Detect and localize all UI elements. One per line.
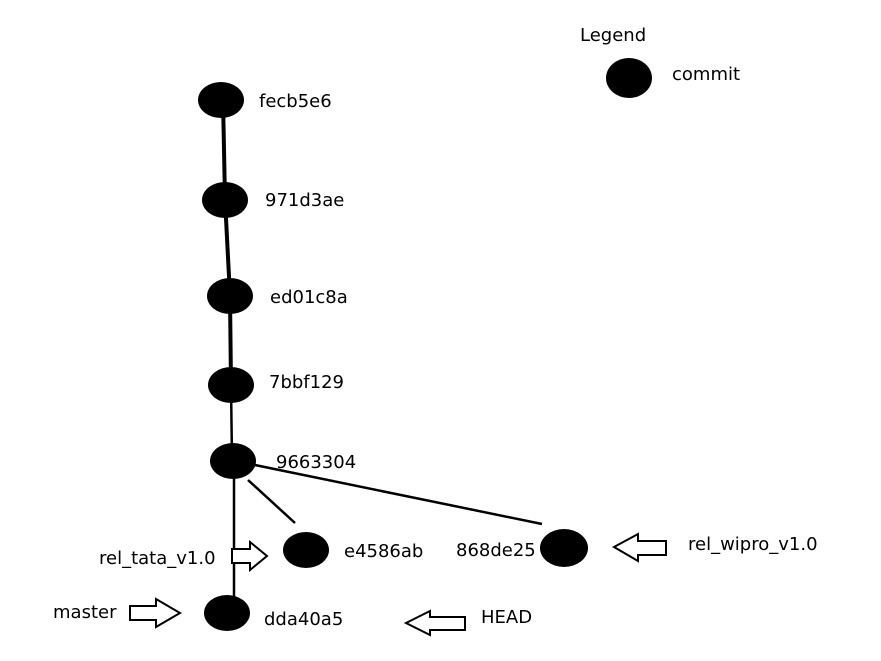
head-arrow-icon [403, 609, 466, 637]
commit-edges [221, 99, 543, 612]
commit-node-ed01c8a [207, 278, 253, 314]
legend-commit-label: commit [672, 64, 740, 85]
commit-label-fecb5e6: fecb5e6 [259, 91, 332, 112]
commit-node-868de25 [540, 529, 588, 567]
commit-nodes [198, 82, 588, 631]
commit-labels: fecb5e6 971d3ae ed01c8a 7bbf129 9663304 … [259, 91, 536, 630]
rel-tata-label: rel_tata_v1.0 [99, 548, 216, 569]
commit-label-dda40a5: dda40a5 [264, 609, 343, 630]
legend: Legend commit [580, 25, 740, 98]
pointer-arrows [129, 532, 667, 637]
pointer-labels: rel_tata_v1.0 master rel_wipro_v1.0 HEAD [53, 534, 818, 628]
commit-label-7bbf129: 7bbf129 [269, 372, 344, 393]
commit-label-9663304: 9663304 [276, 452, 356, 473]
commit-node-971d3ae [202, 182, 248, 218]
head-label: HEAD [481, 607, 532, 628]
rel-wipro-label: rel_wipro_v1.0 [688, 534, 818, 555]
commit-label-e4586ab: e4586ab [344, 541, 423, 562]
commit-label-971d3ae: 971d3ae [265, 190, 344, 211]
commit-node-dda40a5 [204, 595, 250, 631]
commit-label-868de25: 868de25 [456, 540, 536, 561]
rel-tata-arrow-icon [231, 539, 269, 573]
commit-node-fecb5e6 [198, 82, 244, 118]
commit-label-ed01c8a: ed01c8a [270, 287, 348, 308]
legend-title: Legend [580, 25, 646, 46]
commit-node-9663304 [210, 443, 256, 479]
master-arrow-icon [129, 597, 182, 629]
edge-9663304-e4586ab [247, 479, 296, 524]
master-label: master [53, 602, 117, 623]
rel-wipro-arrow-icon [611, 532, 667, 563]
commit-node-7bbf129 [208, 367, 254, 403]
commit-node-e4586ab [283, 532, 329, 568]
edge-9663304-868de25 [249, 462, 543, 526]
legend-commit-node-icon [606, 58, 652, 98]
